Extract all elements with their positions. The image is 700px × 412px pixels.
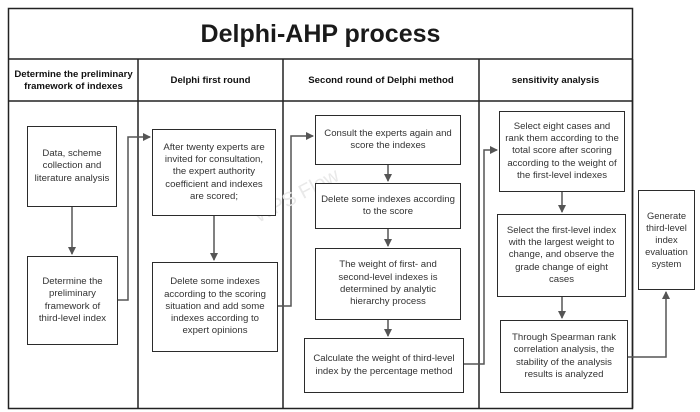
box-largest-weight: Select the first-level index with the la…	[497, 214, 626, 297]
column-header-first-round: Delphi first round	[170, 74, 251, 86]
arrow-spearman-to-generate	[628, 291, 670, 358]
column-header-framework: Determine the preliminary framework of i…	[14, 68, 133, 92]
box-preliminary-framework: Determine the preliminary framework of t…	[27, 256, 118, 345]
box-select-cases: Select eight cases and rank them accordi…	[499, 111, 625, 192]
box-data-collection: Data, scheme collection and literature a…	[27, 126, 117, 207]
arrow-delete-to-consult	[278, 132, 314, 307]
column-header-sensitivity: sensitivity analysis	[511, 74, 600, 86]
box-ahp-weight: The weight of first- and second-level in…	[315, 248, 461, 320]
box-generate-system: Generate third-level index evaluation sy…	[638, 190, 695, 290]
column-header-second-round: Second round of Delphi method	[308, 74, 454, 86]
page-title: Delphi-AHP process	[200, 19, 441, 48]
box-first-round-delete: Delete some indexes according to the sco…	[152, 262, 278, 352]
arrow-framework-to-first-round	[118, 133, 151, 301]
box-percentage-weight: Calculate the weight of third-level inde…	[304, 338, 464, 393]
box-delete-by-score: Delete some indexes according to the sco…	[315, 183, 461, 229]
box-spearman: Through Spearman rank correlation analys…	[500, 320, 628, 393]
box-first-round-consult: After twenty experts are invited for con…	[152, 129, 276, 216]
arrow-percentage-to-select-cases	[464, 146, 498, 365]
box-consult-again: Consult the experts again and score the …	[315, 115, 461, 165]
